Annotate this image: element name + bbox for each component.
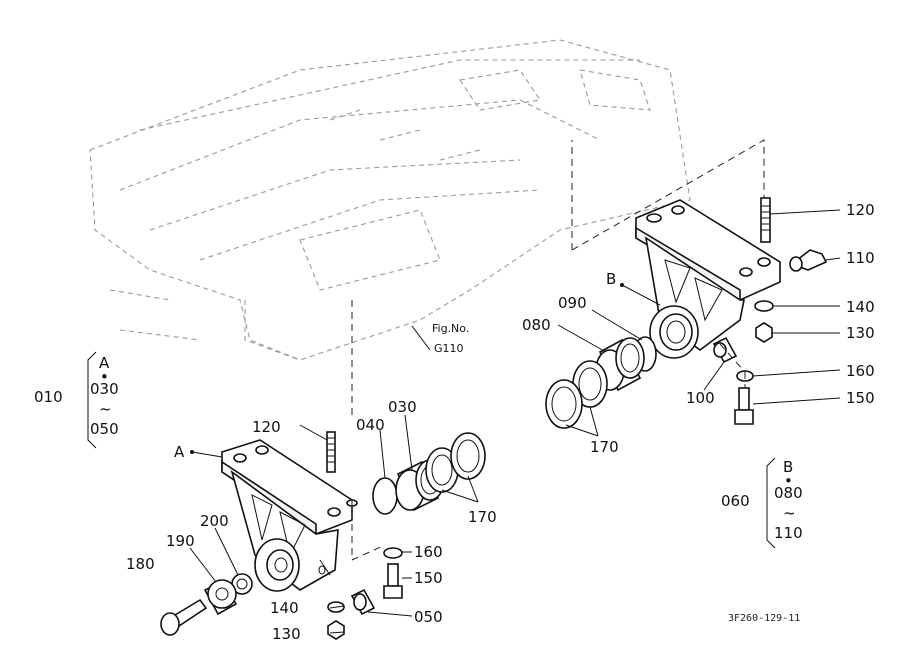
callout-140-right: 140 (846, 298, 875, 316)
group-060-range-end: 110 (774, 524, 803, 542)
callout-120-right: 120 (846, 201, 875, 219)
engine-block-outline (89, 39, 691, 361)
callout-130-right: 130 (846, 324, 875, 342)
leader-lines-right (557, 209, 841, 437)
assembly-label-b: B (606, 270, 616, 288)
group-060-range-start: 080 (774, 484, 803, 502)
group-060-bracket (766, 457, 776, 549)
leader-lines-left (189, 414, 479, 634)
drawing-code: 3F260-129-11 (728, 613, 800, 624)
bracket-b (635, 199, 781, 359)
callout-170-right: 170 (590, 438, 619, 456)
washer-160-left (383, 547, 403, 559)
callout-110: 110 (846, 249, 875, 267)
group-010-dot: • (100, 368, 109, 386)
callout-040: 040 (356, 416, 385, 434)
callout-150-left: 150 (414, 569, 443, 587)
assembly-a-dot (190, 450, 194, 454)
group-060-dot: • (784, 472, 793, 490)
callout-100: 100 (686, 389, 715, 407)
grease-fitting-050 (350, 588, 376, 616)
callout-160-left: 160 (414, 543, 443, 561)
group-060-tilde: ~ (783, 504, 796, 522)
seals-170-right (545, 360, 608, 429)
callout-170-left: 170 (468, 508, 497, 526)
group-010-range-end: 050 (90, 420, 119, 438)
callout-030: 030 (388, 398, 417, 416)
o-ring-040 (372, 477, 398, 515)
group-010-range-start: 030 (90, 380, 119, 398)
callout-180: 180 (126, 555, 155, 573)
callout-120-left: 120 (252, 418, 281, 436)
callout-090: 090 (558, 294, 587, 312)
nut-130-left (327, 620, 345, 640)
grease-fitting-100 (712, 336, 738, 364)
callout-140-left: 140 (270, 599, 299, 617)
callout-200: 200 (200, 512, 229, 530)
bolt-150-right (734, 387, 754, 425)
callout-160-right: 160 (846, 362, 875, 380)
fig-ref-line1: Fig.No. (432, 322, 469, 335)
callout-130-left: 130 (272, 625, 301, 643)
fig-ref-leader (411, 325, 431, 351)
bolt-180 (160, 598, 208, 636)
bolt-150-left (383, 563, 403, 599)
group-010-ref: 010 (34, 388, 63, 406)
callout-150-right: 150 (846, 389, 875, 407)
fig-ref-line2: G110 (434, 342, 464, 355)
callout-050: 050 (414, 608, 443, 626)
group-010-tilde: ~ (99, 400, 112, 418)
group-060-ref: 060 (721, 492, 750, 510)
spacer-190 (203, 579, 238, 616)
assembly-b-dot (620, 283, 624, 287)
bushing-080 (595, 337, 645, 392)
nut-130-right (755, 322, 773, 343)
stud-120-left (326, 431, 336, 473)
bracket-a (221, 439, 358, 592)
assembly-label-a: A (174, 443, 185, 461)
callout-190: 190 (166, 532, 195, 550)
washer-140-right (754, 300, 774, 312)
stud-120-right (760, 197, 771, 243)
group-010-bracket (87, 351, 97, 449)
seals-170-left (425, 432, 486, 493)
group-010-assembly: A (99, 354, 110, 372)
group-060-assembly: B (783, 458, 793, 476)
elbow-fitting-110 (789, 249, 828, 272)
callout-080: 080 (522, 316, 551, 334)
